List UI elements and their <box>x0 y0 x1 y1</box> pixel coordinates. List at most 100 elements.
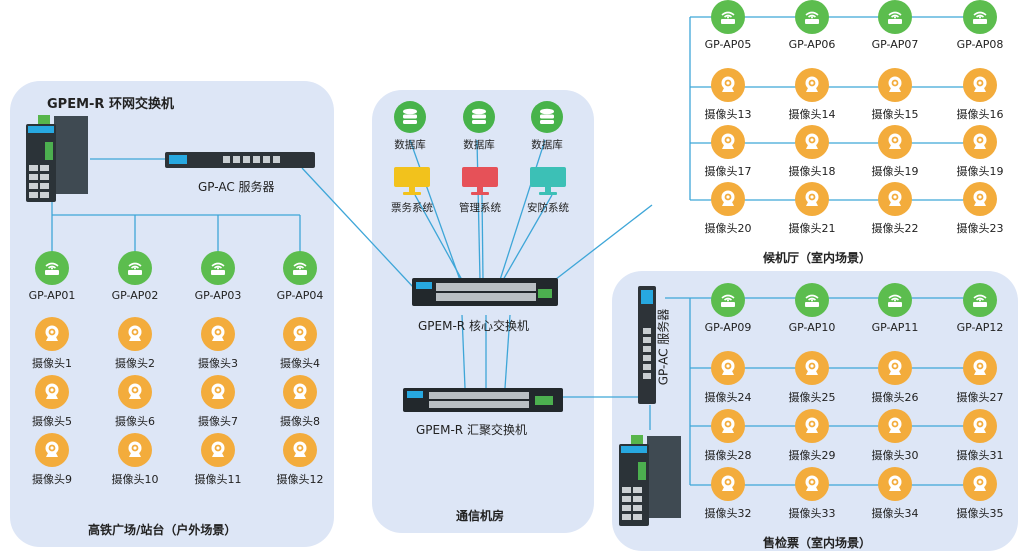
ap-label: GP-AP04 <box>276 289 324 302</box>
camera: 摄像头19 <box>855 125 935 179</box>
camera-icon <box>118 433 152 467</box>
camera-label: 摄像头17 <box>704 165 752 178</box>
camera: 摄像头18 <box>772 125 852 179</box>
camera-label: 摄像头24 <box>704 391 752 404</box>
waiting-zone-caption: 候机厅（室内场景） <box>763 251 872 265</box>
server-room-panel <box>372 90 594 533</box>
camera-icon <box>795 351 829 385</box>
camera-label: 摄像头11 <box>194 473 242 486</box>
camera-label: 摄像头27 <box>956 391 1004 404</box>
camera-icon <box>283 317 317 351</box>
camera-icon <box>201 433 235 467</box>
wifi-router-icon <box>795 283 829 317</box>
monitor-icon <box>394 167 430 195</box>
access-point: GP-AP07 <box>855 0 935 51</box>
camera-icon <box>878 182 912 216</box>
camera-label: 摄像头16 <box>956 108 1004 121</box>
wifi-router-icon <box>35 251 69 285</box>
camera-label: 摄像头8 <box>280 415 320 428</box>
camera: 摄像头24 <box>688 351 768 405</box>
camera-label: 摄像头30 <box>871 449 919 462</box>
database-icon <box>463 101 495 133</box>
ap-label: GP-AP05 <box>704 38 752 51</box>
camera-icon <box>878 125 912 159</box>
ticket-ring-switch-device <box>617 432 683 528</box>
access-point: GP-AP11 <box>855 283 935 334</box>
camera-icon <box>795 125 829 159</box>
camera-label: 摄像头26 <box>871 391 919 404</box>
camera-icon <box>201 375 235 409</box>
camera: 摄像头31 <box>940 409 1020 463</box>
camera-label: 摄像头28 <box>704 449 752 462</box>
camera: 摄像头2 <box>95 317 175 371</box>
ap-label: GP-AP03 <box>194 289 242 302</box>
camera-label: 摄像头19 <box>871 165 919 178</box>
camera-icon <box>878 68 912 102</box>
camera-label: 摄像头34 <box>871 507 919 520</box>
management-system: 管理系统 <box>445 166 515 215</box>
camera-label: 摄像头3 <box>198 357 238 370</box>
camera-icon <box>201 317 235 351</box>
camera-label: 摄像头25 <box>788 391 836 404</box>
camera: 摄像头29 <box>772 409 852 463</box>
camera-icon <box>711 68 745 102</box>
outdoor-switch-title: GPEM-R 环网交换机 <box>47 97 174 112</box>
camera-icon <box>283 433 317 467</box>
camera: 摄像头21 <box>772 182 852 236</box>
ap-label: GP-AP08 <box>956 38 1004 51</box>
monitor-icon <box>530 167 566 195</box>
wifi-router-icon <box>283 251 317 285</box>
camera: 摄像头4 <box>260 317 340 371</box>
gp-ac-server-left-device <box>165 150 315 170</box>
wifi-router-icon <box>963 283 997 317</box>
camera-icon <box>35 317 69 351</box>
camera-label: 摄像头35 <box>956 507 1004 520</box>
camera-icon <box>878 351 912 385</box>
gp-ac-server-left-label: GP-AC 服务器 <box>198 180 275 194</box>
access-point: GP-AP03 <box>178 251 258 302</box>
camera-icon <box>711 182 745 216</box>
camera-icon <box>118 375 152 409</box>
database-icon <box>394 101 426 133</box>
camera-label: 摄像头31 <box>956 449 1004 462</box>
camera-label: 摄像头29 <box>788 449 836 462</box>
camera: 摄像头16 <box>940 68 1020 122</box>
ticketing-system-label: 票务系统 <box>391 202 433 214</box>
ap-label: GP-AP01 <box>28 289 76 302</box>
camera: 摄像头13 <box>688 68 768 122</box>
camera-label: 摄像头15 <box>871 108 919 121</box>
ap-label: GP-AP07 <box>871 38 919 51</box>
camera: 摄像头22 <box>855 182 935 236</box>
camera-icon <box>35 433 69 467</box>
camera: 摄像头9 <box>12 433 92 487</box>
wifi-router-icon <box>878 283 912 317</box>
access-point: GP-AP02 <box>95 251 175 302</box>
camera-label: 摄像头13 <box>704 108 752 121</box>
camera-icon <box>795 409 829 443</box>
ticketing-system: 票务系统 <box>377 166 447 215</box>
wifi-router-icon <box>201 251 235 285</box>
camera: 摄像头8 <box>260 375 340 429</box>
wifi-router-icon <box>878 0 912 34</box>
ap-label: GP-AP10 <box>788 321 836 334</box>
camera-label: 摄像头20 <box>704 222 752 235</box>
camera-label: 摄像头18 <box>788 165 836 178</box>
camera-icon <box>35 375 69 409</box>
camera-label: 摄像头1 <box>32 357 72 370</box>
camera: 摄像头11 <box>178 433 258 487</box>
camera: 摄像头33 <box>772 467 852 521</box>
camera-label: 摄像头7 <box>198 415 238 428</box>
security-system: 安防系统 <box>513 166 583 215</box>
ap-label: GP-AP06 <box>788 38 836 51</box>
camera: 摄像头17 <box>688 125 768 179</box>
camera-label: 摄像头23 <box>956 222 1004 235</box>
camera: 摄像头26 <box>855 351 935 405</box>
access-point: GP-AP04 <box>260 251 340 302</box>
camera: 摄像头6 <box>95 375 175 429</box>
wifi-router-icon <box>118 251 152 285</box>
camera: 摄像头15 <box>855 68 935 122</box>
monitor-icon <box>462 167 498 195</box>
camera: 摄像头23 <box>940 182 1020 236</box>
camera-icon <box>963 351 997 385</box>
camera-icon <box>711 125 745 159</box>
